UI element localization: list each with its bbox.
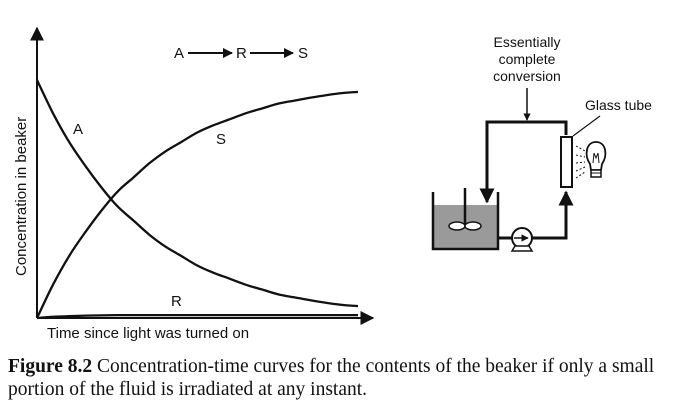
series-layer bbox=[35, 79, 359, 320]
glass-tube bbox=[560, 136, 573, 188]
series-line-r bbox=[36, 313, 358, 320]
light-rays bbox=[575, 145, 586, 179]
x-axis-label: Time since light was turned on bbox=[47, 325, 249, 342]
series-label-r: R bbox=[171, 293, 182, 310]
pump bbox=[510, 227, 534, 252]
stirrer bbox=[448, 188, 482, 231]
reaction-scheme: A R S bbox=[174, 45, 308, 62]
series-line-a bbox=[35, 79, 359, 308]
beaker bbox=[431, 192, 500, 251]
conversion-label: Essentially complete conversion bbox=[493, 34, 561, 84]
conversion-label-line-2: complete bbox=[499, 51, 556, 67]
figure-caption: Figure 8.2 Concentration-time curves for… bbox=[8, 355, 676, 401]
reaction-species-a: A bbox=[174, 45, 184, 62]
reaction-species-s: S bbox=[298, 45, 308, 62]
glass-tube-leader bbox=[572, 115, 601, 137]
series-label-a: A bbox=[73, 121, 83, 138]
conversion-label-line-3: conversion bbox=[493, 68, 561, 84]
series-label-s: S bbox=[216, 131, 226, 148]
figure-label: Figure 8.2 bbox=[8, 356, 93, 377]
return-pipe bbox=[479, 120, 568, 204]
reaction-species-r: R bbox=[236, 45, 247, 62]
series-line-s bbox=[35, 90, 359, 319]
figure-graphic: Concentration in beaker Time since light… bbox=[13, 26, 652, 342]
light-bulb-icon bbox=[585, 141, 607, 178]
y-axis-label: Concentration in beaker bbox=[13, 117, 30, 276]
feed-pipe bbox=[532, 190, 574, 240]
concentration-time-chart: Concentration in beaker Time since light… bbox=[13, 26, 375, 342]
caption-text: Concentration-time curves for the conten… bbox=[8, 356, 655, 400]
apparatus-diagram: Essentially complete conversion Glass tu… bbox=[431, 34, 652, 252]
conversion-label-line-1: Essentially bbox=[494, 34, 561, 50]
glass-tube-label: Glass tube bbox=[585, 97, 652, 113]
